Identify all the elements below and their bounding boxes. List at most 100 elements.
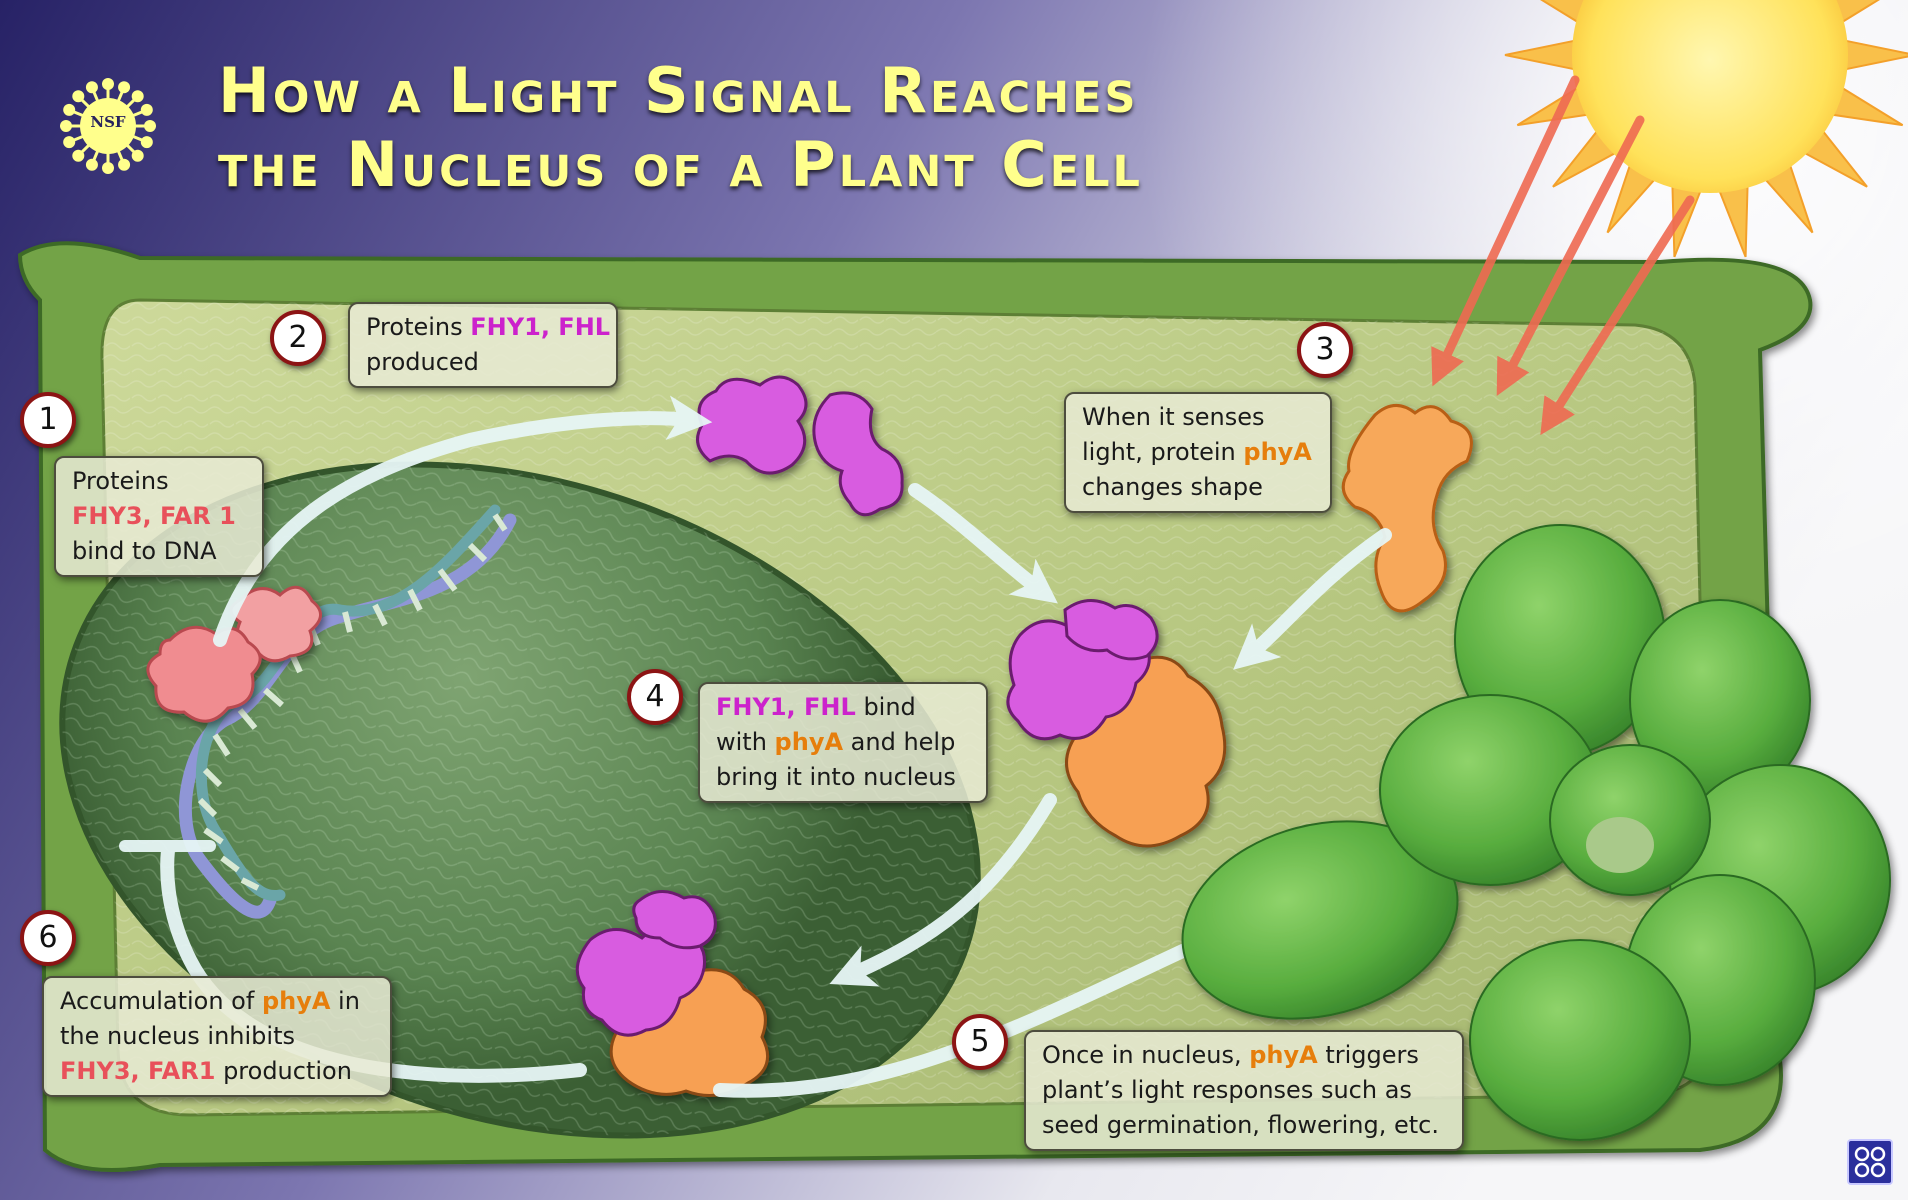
nsf-ray	[140, 103, 153, 116]
step-text: bind	[855, 693, 916, 721]
step-number-2: 2	[270, 310, 326, 366]
nsf-ray	[118, 158, 131, 171]
dna-rung	[467, 542, 488, 563]
nuclear-phyA-complex-icon	[575, 890, 770, 1097]
step-text: in	[330, 987, 360, 1015]
nsf-ray	[140, 136, 153, 149]
step-text: plant’s light responses such as	[1042, 1076, 1412, 1104]
dna-rung	[240, 877, 260, 891]
step-text: changes shape	[1082, 473, 1263, 501]
step-4-line: bring it into nucleus	[716, 760, 970, 795]
title-line-1: How a Light Signal Reaches	[218, 54, 1139, 127]
nsf-logo-icon: NSF	[52, 70, 164, 182]
step-number-5: 5	[952, 1014, 1008, 1070]
step-1-line: Proteins	[72, 464, 246, 499]
dna-rung	[263, 687, 284, 708]
step-5-line: plant’s light responses such as	[1042, 1073, 1446, 1108]
protein-name: FHY1, FHL	[470, 313, 611, 341]
step-text: bring it into nucleus	[716, 763, 956, 791]
step-5-line: seed germination, flowering, etc.	[1042, 1108, 1446, 1143]
step-6-line: FHY3, FAR1 production	[60, 1054, 374, 1089]
step-3-textbox: When it senses light, protein phyA changes…	[1064, 392, 1332, 513]
step-1-line: bind to DNA	[72, 534, 246, 569]
nsf-ray	[63, 136, 76, 149]
nsf-ray	[85, 158, 98, 171]
arabidopsis-plant-icon	[1181, 524, 1891, 1141]
step-6-line: Accumulation of phyA in	[60, 984, 374, 1019]
step-3-line: When it senses	[1082, 400, 1314, 435]
dna-rung	[203, 827, 224, 845]
protein-name: FHY1, FHL	[716, 693, 856, 721]
protein-name: FHY3, FAR1	[60, 1057, 216, 1085]
step-text: light, protein	[1082, 438, 1244, 466]
phyA-protein-icon	[1341, 404, 1473, 613]
step-number-4: 4	[627, 669, 683, 725]
nsf-ray	[60, 120, 72, 132]
protein-name: phyA	[1249, 1041, 1318, 1069]
step-6-line: the nucleus inhibits	[60, 1019, 374, 1054]
step-number-1: 1	[20, 392, 76, 448]
dna-rung	[237, 708, 258, 730]
fhy3-far1-proteins-icon	[146, 585, 322, 723]
step-2-line: produced	[366, 345, 600, 380]
protein-name: phyA	[774, 728, 844, 756]
nsf-ray-line	[72, 134, 85, 142]
step-6-textbox: Accumulation of phyA in the nucleus inhib…	[42, 976, 392, 1097]
step-number-6: 6	[20, 910, 76, 966]
dna-rung	[202, 767, 223, 788]
nsf-ray	[63, 103, 76, 116]
step-text: the nucleus inhibits	[60, 1022, 295, 1050]
step-text: and help	[843, 728, 956, 756]
nsf-ray	[102, 78, 114, 90]
nsf-ray	[102, 162, 114, 174]
step-4-line: FHY1, FHL bind	[716, 690, 970, 725]
step-text: When it senses	[1082, 403, 1265, 431]
protein-name: FHY3, FAR 1	[72, 502, 236, 530]
protein-name: phyA	[261, 987, 331, 1015]
nsf-logo-text: NSF	[90, 113, 126, 131]
step-number-3: 3	[1297, 322, 1353, 378]
step-5-line: Once in nucleus, phyA triggers	[1042, 1038, 1446, 1073]
arrow-phyA-to-complex	[1233, 528, 1392, 670]
light-rays-icon	[1431, 75, 1695, 436]
step-text: Proteins	[72, 467, 169, 495]
step-text: production	[215, 1057, 352, 1085]
step-text: Proteins	[366, 313, 471, 341]
step-1-line: FHY3, FAR 1	[72, 499, 246, 534]
step-3-line: changes shape	[1082, 470, 1314, 505]
step-text: with	[716, 728, 775, 756]
step-text: Once in nucleus,	[1042, 1041, 1250, 1069]
step-text: seed germination, flowering, etc.	[1042, 1111, 1439, 1139]
step-5-textbox: Once in nucleus, phyA triggers plant’s li…	[1024, 1030, 1464, 1151]
step-text: Accumulation of	[60, 987, 262, 1015]
step-text: produced	[366, 348, 479, 376]
nsf-ray-line	[72, 110, 85, 118]
fhy1-fhl-protein-icon	[696, 375, 904, 517]
step-text: triggers	[1317, 1041, 1419, 1069]
arrow-fhy1-to-complex	[908, 483, 1058, 604]
nsf-ray	[144, 120, 156, 132]
dna-rung	[342, 611, 353, 633]
dna-rung	[437, 568, 458, 592]
step-2-textbox: Proteins FHY1, FHL produced	[348, 302, 618, 388]
nsf-ray-line	[116, 90, 124, 103]
nsf-ray	[118, 81, 131, 94]
title-line-2: the Nucleus of a Plant Cell	[218, 128, 1143, 201]
dna-rung	[197, 797, 218, 818]
dna-rung	[407, 588, 423, 612]
phyA-fhy1-complex-icon	[1006, 599, 1227, 848]
nsf-ray	[85, 81, 98, 94]
protein-name: phyA	[1243, 438, 1312, 466]
arrow-complex-to-nucleus	[829, 793, 1057, 987]
dna-rung	[372, 603, 388, 627]
step-4-line: with phyA and help	[716, 725, 970, 760]
arrow-step1-to-step2	[213, 395, 713, 647]
corner-logo-icon	[1847, 1139, 1893, 1185]
dna-rung	[492, 513, 508, 532]
step-3-line: light, protein phyA	[1082, 435, 1314, 470]
step-2-line: Proteins FHY1, FHL	[366, 310, 610, 345]
